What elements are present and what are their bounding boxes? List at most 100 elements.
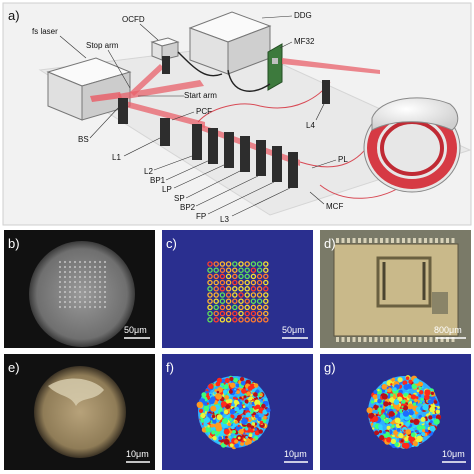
core-c [225, 292, 232, 298]
pad-d [380, 238, 383, 243]
core-c [232, 286, 238, 292]
speckle-grain [389, 423, 392, 426]
scale-label-d: 800μm [434, 325, 462, 335]
panel-d-label: d) [324, 236, 336, 251]
speckle-grain [384, 408, 388, 412]
speckle-grain [416, 389, 420, 393]
speckle-grain [248, 396, 253, 401]
panel-e-label: e) [8, 360, 20, 375]
speckle-grain [241, 388, 247, 394]
pad-d [358, 337, 361, 342]
speckle-grain [430, 404, 434, 407]
pad-d [369, 337, 372, 342]
core-c [244, 267, 250, 273]
core-b [88, 270, 92, 274]
speckle-grain [259, 393, 263, 397]
speckle-grain [208, 383, 214, 390]
core-c [207, 279, 213, 286]
core-b [88, 285, 92, 289]
speckle-grain [420, 425, 426, 430]
speckle-grain [379, 405, 383, 408]
speckle-grain [420, 397, 424, 401]
speckle-grain [228, 389, 233, 394]
core-b [88, 290, 92, 294]
speckle-grain [404, 437, 409, 442]
pad-d [435, 337, 438, 342]
speckle-grain [408, 379, 413, 384]
core-c [213, 286, 219, 292]
panel-b: b) 50μm [4, 230, 155, 348]
speckle-grain [226, 413, 230, 418]
core-c [232, 298, 238, 304]
pad-d [435, 238, 438, 243]
core-c [263, 317, 269, 323]
core-b [78, 305, 82, 309]
speckle-grain [210, 405, 217, 412]
core-c [207, 304, 213, 311]
speckle-grain [240, 380, 246, 386]
speckle-grain [210, 396, 216, 402]
speckle-grain [396, 392, 403, 399]
core-b [93, 290, 97, 294]
core-b [68, 270, 72, 274]
core-b [63, 260, 67, 264]
core-b [98, 285, 102, 289]
speckle-grain [399, 408, 404, 414]
core-b [73, 270, 77, 274]
speckle-grain [228, 417, 233, 422]
speckle-grain [229, 376, 234, 381]
speckle-grain [433, 418, 440, 425]
speckle-grain [210, 426, 216, 432]
speckle-grain [384, 418, 390, 424]
core-b [103, 270, 107, 274]
core-b [93, 280, 97, 284]
core-b [73, 295, 77, 299]
core-b [83, 280, 87, 284]
panel-a-label: a) [8, 8, 20, 23]
speckle-grain [407, 394, 411, 399]
core-c [225, 286, 232, 292]
label-lp: LP [162, 185, 172, 194]
speckle-grain [372, 427, 375, 430]
pad-d [424, 238, 427, 243]
pad-d [352, 238, 356, 243]
pad-d [396, 337, 400, 342]
core-c [219, 261, 226, 267]
label-sp: SP [174, 194, 185, 203]
speckle-grain [239, 401, 243, 405]
speckle-grain [253, 417, 256, 421]
speckle-grain [432, 414, 436, 419]
speckle-grain [205, 426, 212, 433]
speckle-grain [400, 439, 404, 443]
speckle-grain [383, 430, 386, 434]
speckle-grain [228, 435, 232, 439]
core-c [250, 310, 257, 317]
core-b [78, 265, 82, 269]
pad-d [451, 337, 455, 342]
core-b [88, 260, 92, 264]
pad-d [374, 337, 378, 342]
speckle-grain [196, 401, 203, 408]
speckle-grain [416, 435, 423, 442]
core-c [207, 267, 213, 273]
core-c [244, 279, 250, 286]
speckle-grain [413, 418, 420, 425]
core-b [98, 265, 102, 269]
speckle-grain [397, 377, 403, 383]
speckle-grain [416, 430, 419, 434]
speckle-grain [422, 428, 426, 433]
speckle-grain [248, 433, 253, 438]
speckle-grain [415, 406, 422, 413]
core-c [213, 267, 219, 273]
speckle-grain [383, 401, 389, 407]
speckle-grain [377, 389, 380, 392]
core-c [238, 261, 244, 267]
core-c [238, 267, 244, 273]
core-b [58, 275, 62, 279]
pad-d [347, 238, 350, 243]
speckle-grain [407, 403, 414, 410]
speckle-grain [424, 394, 431, 400]
core-b [103, 305, 107, 309]
speckle-grain [408, 410, 414, 416]
core-c [244, 261, 250, 267]
